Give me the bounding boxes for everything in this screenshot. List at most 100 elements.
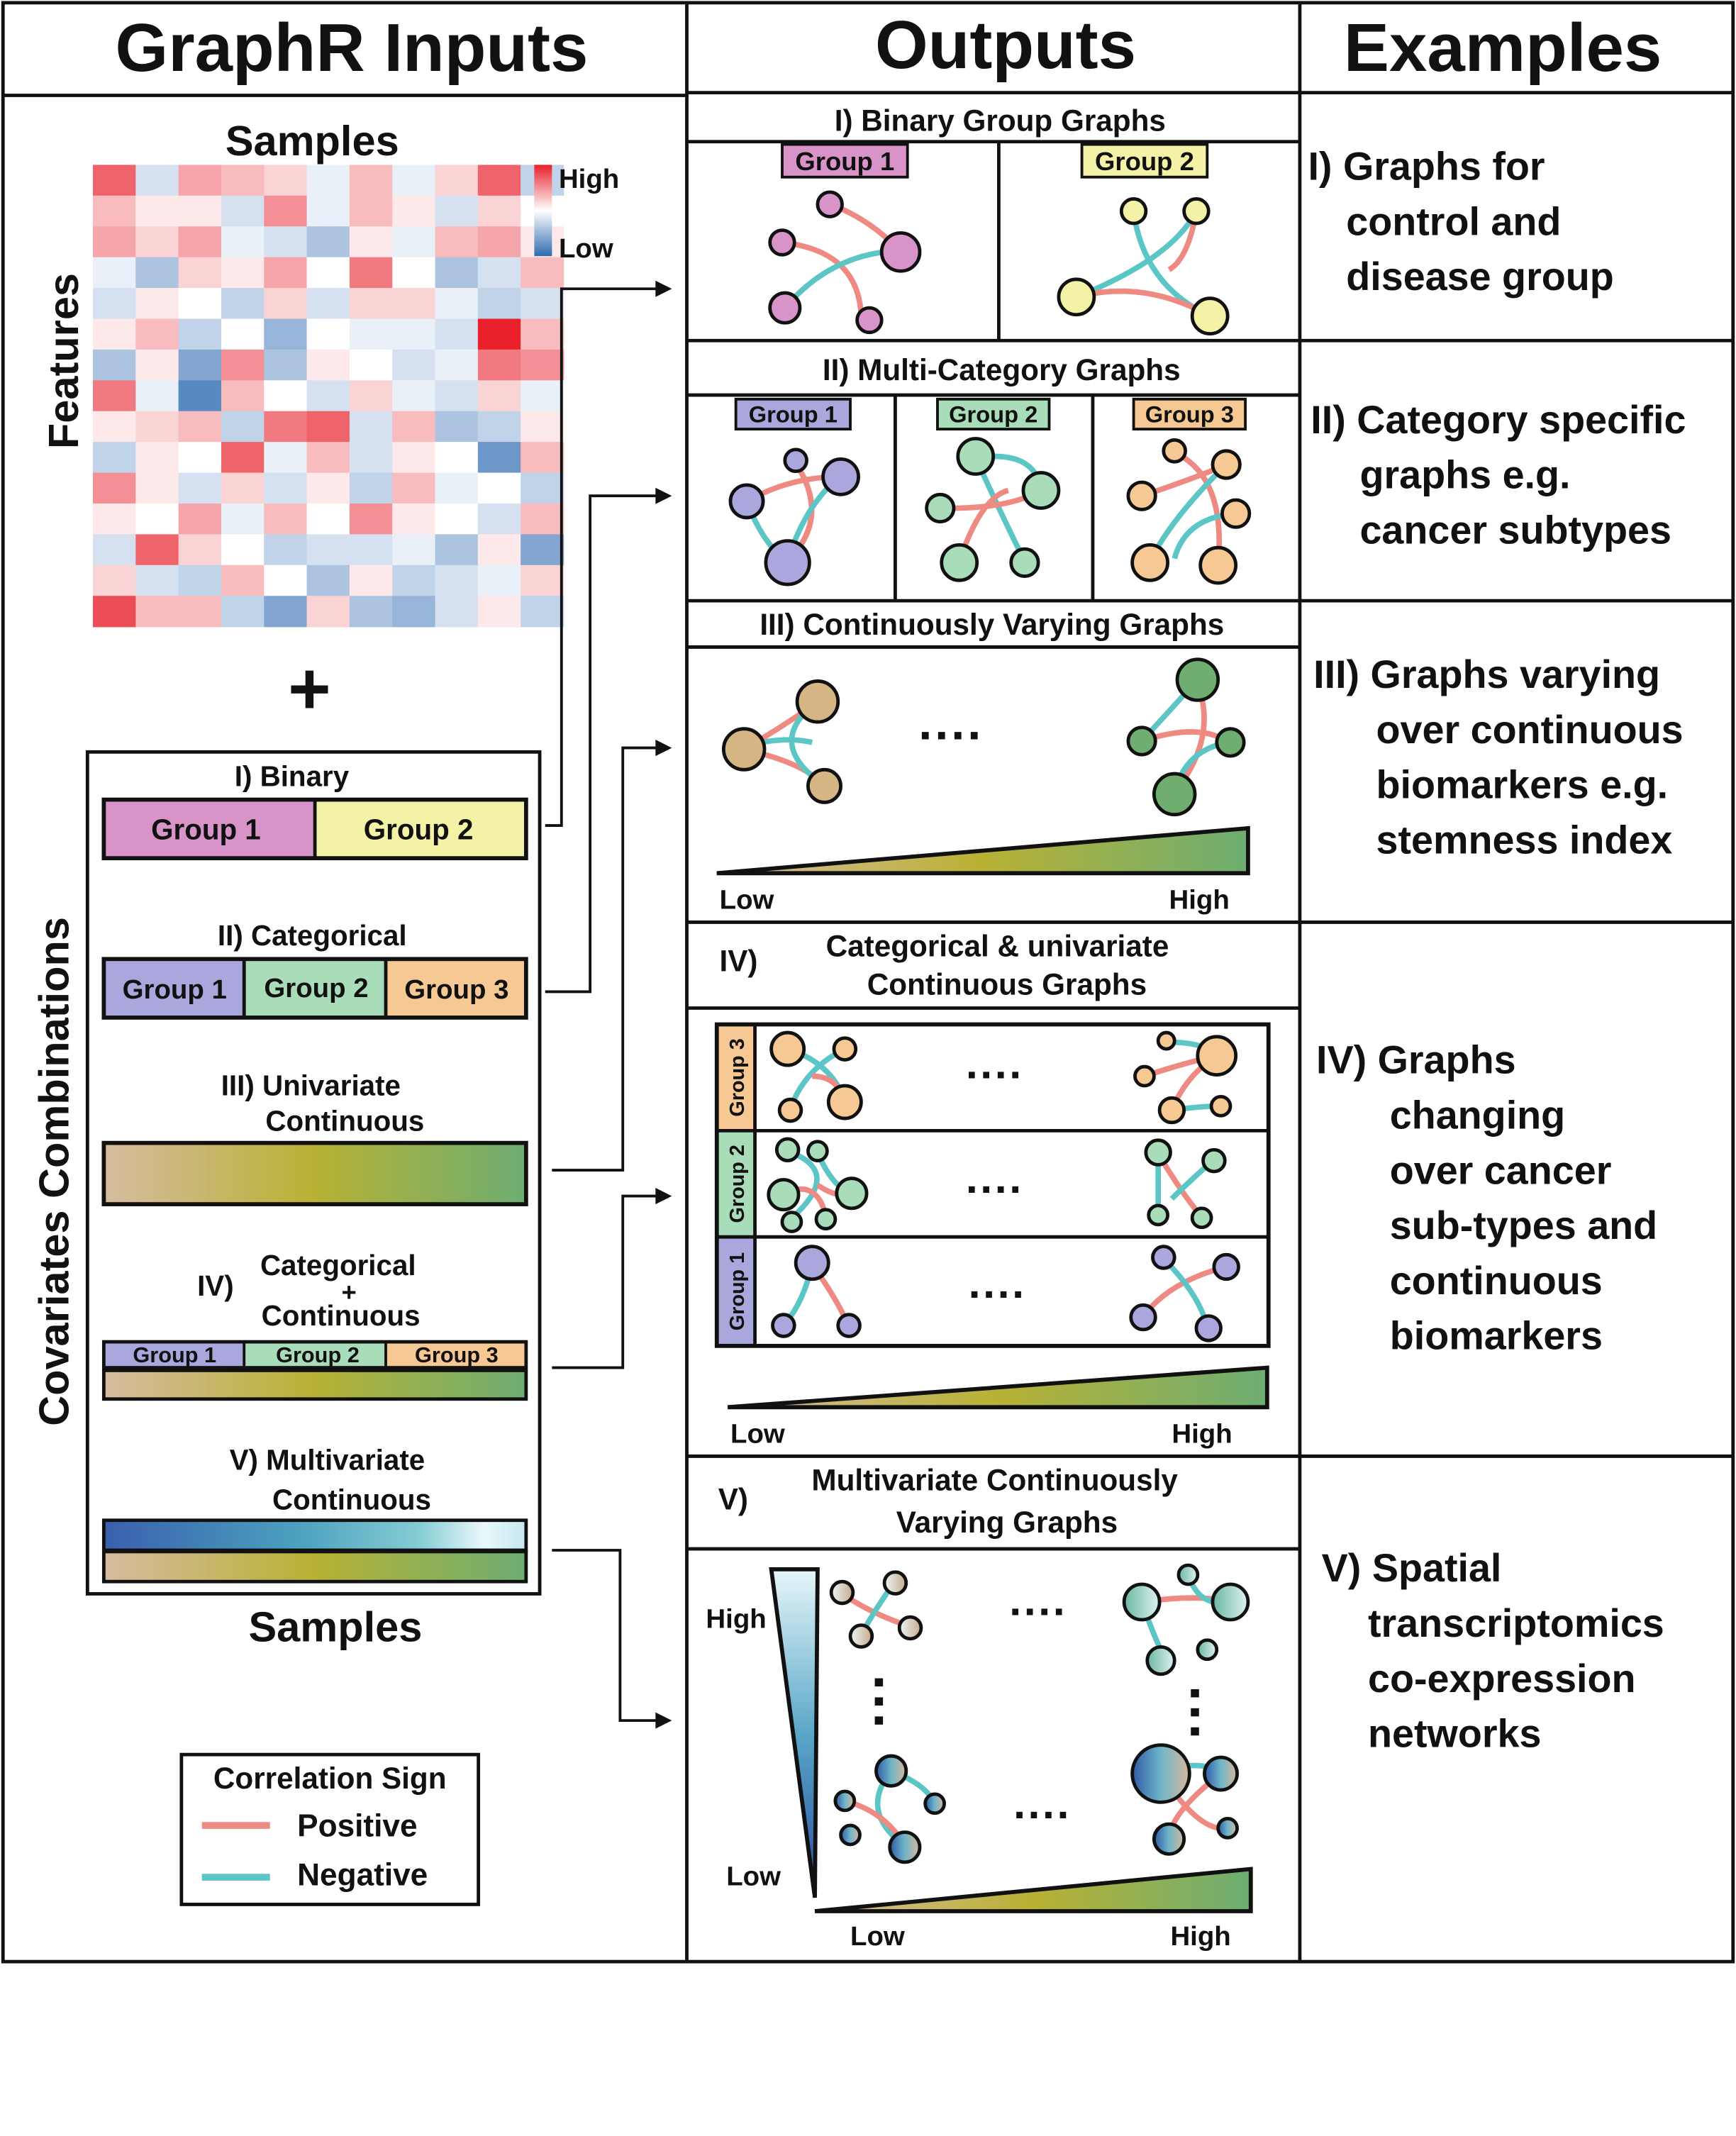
heatmap-cell — [392, 288, 436, 320]
heatmap-cell — [92, 596, 137, 628]
heatmap-cell — [477, 288, 521, 320]
out-continuous-high: High — [1169, 884, 1230, 915]
header-outputs: Outputs — [875, 7, 1136, 83]
out-binary-g2-label: Group 2 — [1095, 147, 1194, 176]
out-catcont-panel — [714, 1022, 1271, 1348]
heatmap-cell — [135, 257, 179, 289]
heatmap-cell — [92, 165, 137, 196]
out-multi-g3-tag — [1132, 397, 1247, 431]
example-ex3-line-3: biomarkers e.g. — [1376, 763, 1669, 807]
heatmap-cell — [306, 472, 350, 504]
out-mv-numeral: V) — [718, 1482, 748, 1515]
heatmap-cell — [135, 411, 179, 443]
heatmap-cell — [392, 442, 436, 474]
out-mv-vertical-ellipsis-left — [874, 1678, 884, 1725]
covariates-side-label: Covariates Combinations — [30, 917, 77, 1426]
heatmap-cell — [264, 534, 308, 566]
heatmap-cell — [264, 411, 308, 443]
heatmap-cell — [92, 195, 137, 228]
heatmap-cell — [178, 226, 222, 258]
cov-univariate-bar — [101, 1140, 528, 1206]
heatmap-cell — [392, 596, 436, 628]
heatmap-cell — [477, 349, 521, 382]
heatmap-cell — [306, 349, 350, 382]
cov-categorical-bar — [101, 957, 528, 1020]
out-binary-g2-tag — [1080, 143, 1209, 179]
heatmap-cell — [135, 596, 179, 628]
out-catcont-g2-ellipsis: ···· — [966, 1165, 1024, 1214]
heatmap-cell — [264, 442, 308, 474]
heatmap-cell — [521, 411, 564, 443]
out-catcont-g2-label: Group 2 — [726, 1145, 749, 1223]
heatmap-cell — [178, 257, 222, 289]
heatmap-cell — [349, 534, 393, 566]
column-frames — [1, 1, 1735, 1964]
heatmap-cell — [477, 596, 521, 628]
out-multi-g2-tag — [936, 397, 1051, 431]
heatmap-cell — [221, 534, 265, 566]
heatmap-cell — [435, 380, 479, 412]
out-continuous-graph-low — [721, 679, 842, 804]
out-multi-g2-label: Group 2 — [949, 401, 1037, 427]
example-ex2-line-3: cancer subtypes — [1359, 508, 1671, 552]
cov-binary-g2: Group 2 — [364, 813, 474, 845]
heatmap-cell — [435, 503, 479, 535]
cov-binary-bar — [101, 797, 528, 861]
heatmap-cell — [349, 165, 393, 196]
out-continuous-graph-high — [1126, 657, 1246, 817]
example-ex3-line-2: over continuous — [1376, 708, 1684, 752]
heatmap-cell — [264, 349, 308, 382]
out-mv-vertical-ellipsis-right — [1191, 1689, 1199, 1736]
example-ex1-line-3: disease group — [1346, 255, 1614, 299]
heatmap-cell — [521, 534, 564, 566]
heatmap-cell — [521, 318, 564, 350]
heatmap-cell — [92, 288, 137, 320]
out-multi-graph-3 — [1126, 438, 1252, 585]
heatmap-cell — [435, 226, 479, 258]
heatmap-cell — [178, 318, 222, 350]
heatmap-cell — [264, 380, 308, 412]
heatmap-cell — [392, 564, 436, 596]
heatmap-cell — [521, 564, 564, 596]
heatmap-cell — [178, 380, 222, 412]
heatmap-grid — [92, 165, 564, 628]
cov-catcont-g1: Group 1 — [133, 1342, 216, 1367]
heatmap-cell — [435, 534, 479, 566]
heatmap-cell — [435, 288, 479, 320]
arrow-heads — [655, 280, 672, 1729]
out-multi-g1-label: Group 1 — [749, 401, 838, 427]
heatmap-cell — [178, 596, 222, 628]
heatmap-cell — [135, 288, 179, 320]
out-binary-g1-label: Group 1 — [795, 147, 894, 176]
heatmap-cell — [306, 442, 350, 474]
heatmap-cell — [349, 257, 393, 289]
out-mv-top-ellipsis: ···· — [1009, 1588, 1067, 1637]
heatmap-cell — [92, 257, 137, 289]
heatmap-cell — [435, 472, 479, 504]
heatmap-cell — [178, 564, 222, 596]
heatmap-cell — [264, 165, 308, 196]
heatmap-cell — [435, 596, 479, 628]
heatmap-cell — [477, 564, 521, 596]
out-continuous-ellipsis: ···· — [918, 707, 984, 762]
heatmap-cell — [435, 411, 479, 443]
heatmap-cell — [221, 288, 265, 320]
heatmap-cell — [349, 596, 393, 628]
heatmap-cell — [477, 534, 521, 566]
heatmap-cell — [221, 257, 265, 289]
heatmap-cell — [92, 226, 137, 258]
out-catcont-high: High — [1172, 1418, 1232, 1449]
out-catcont-g1-high-graph — [1129, 1245, 1240, 1342]
heatmap-cell — [135, 226, 179, 258]
heatmap-cell — [221, 596, 265, 628]
heatmap-cell — [521, 349, 564, 382]
heatmap-cell — [135, 442, 179, 474]
out-multi-g3-label: Group 3 — [1145, 401, 1234, 427]
heatmap-cell — [178, 165, 222, 196]
out-mv-t1: Multivariate Continuously — [811, 1463, 1178, 1496]
out-mv-graph-bottom-high — [1130, 1743, 1239, 1856]
heatmap-cell — [264, 503, 308, 535]
out-catcont-wedge — [727, 1365, 1269, 1410]
example-ex4-line-3: over cancer — [1390, 1148, 1612, 1192]
heatmap-cell — [178, 472, 222, 504]
